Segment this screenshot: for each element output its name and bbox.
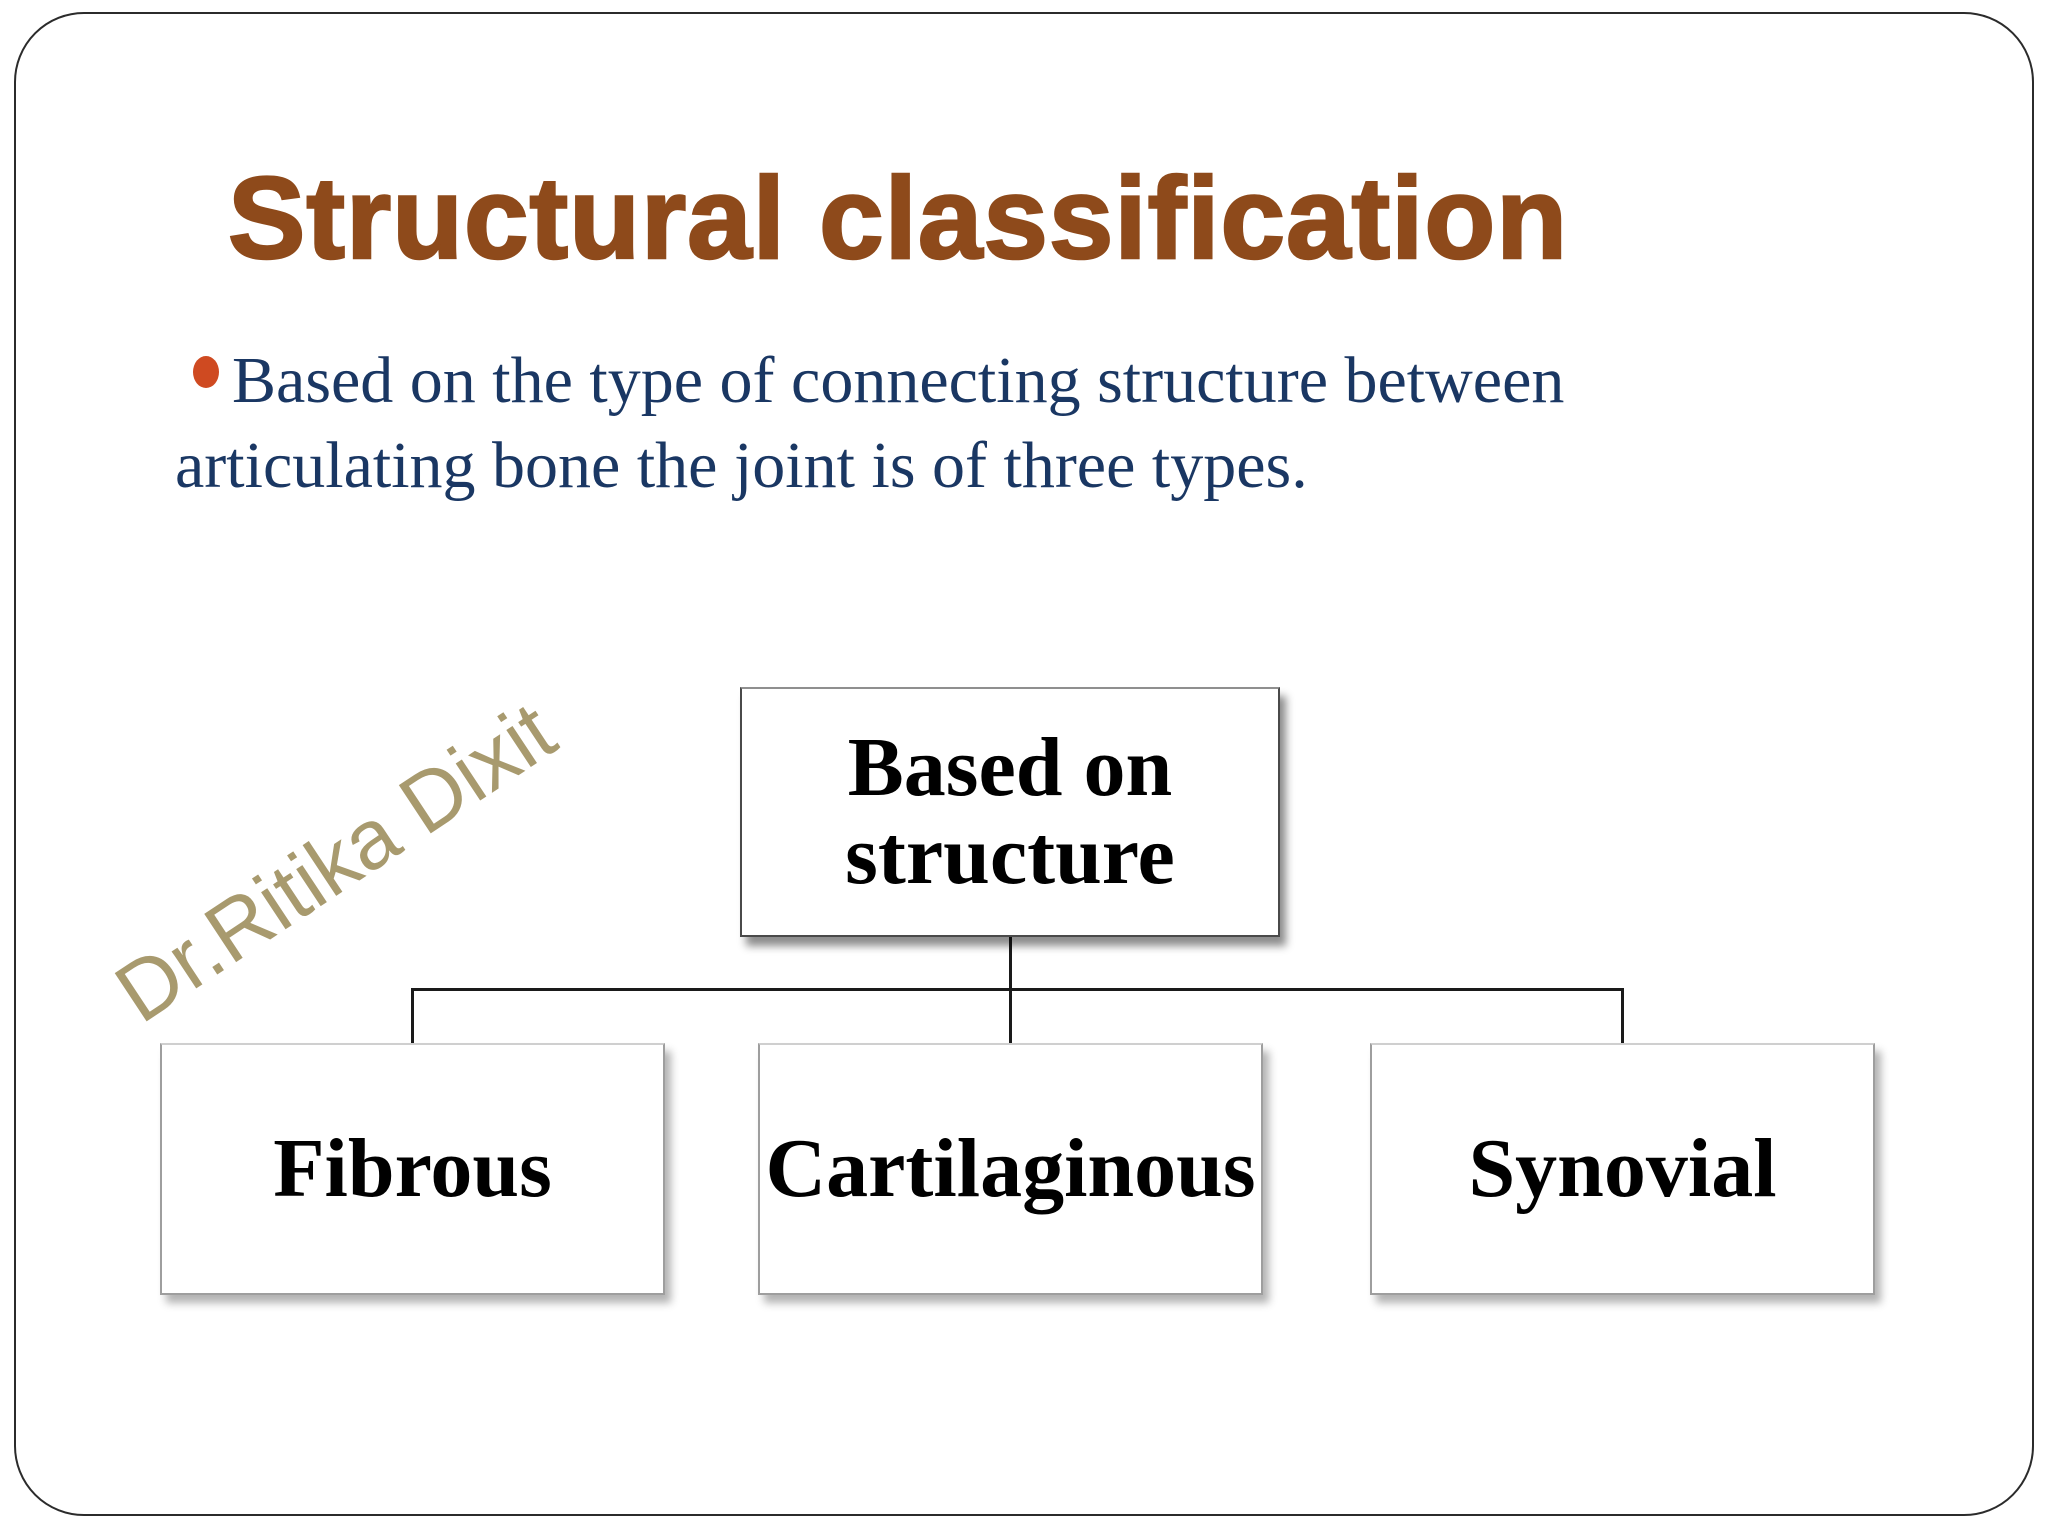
connector-drop-fibrous	[411, 991, 414, 1043]
diagram-box-synovial: Synovial	[1370, 1043, 1875, 1295]
diagram-box-root-label: Based on structure	[845, 720, 1175, 902]
connector-horizontal	[411, 988, 1624, 991]
bullet-text-line-1: Based on the type of connecting structur…	[232, 344, 1565, 417]
diagram-box-fibrous: Fibrous	[160, 1043, 665, 1295]
bullet-dot-icon	[193, 356, 219, 388]
bullet-text-line-2: articulating bone the joint is of three …	[175, 429, 1308, 502]
connector-root-vertical	[1009, 937, 1012, 991]
diagram-box-fibrous-label: Fibrous	[273, 1121, 552, 1215]
watermark-text: Dr.Ritika Dixit	[98, 683, 572, 1041]
diagram-box-cartilaginous: Cartilaginous	[758, 1043, 1263, 1295]
diagram-box-synovial-label: Synovial	[1468, 1121, 1777, 1215]
diagram-box-cartilaginous-label: Cartilaginous	[765, 1121, 1256, 1215]
connector-drop-cartilaginous	[1009, 991, 1012, 1043]
diagram-box-based-on-structure: Based on structure	[740, 687, 1280, 937]
slide-title: Structural classification	[227, 153, 1569, 283]
connector-drop-synovial	[1621, 991, 1624, 1043]
